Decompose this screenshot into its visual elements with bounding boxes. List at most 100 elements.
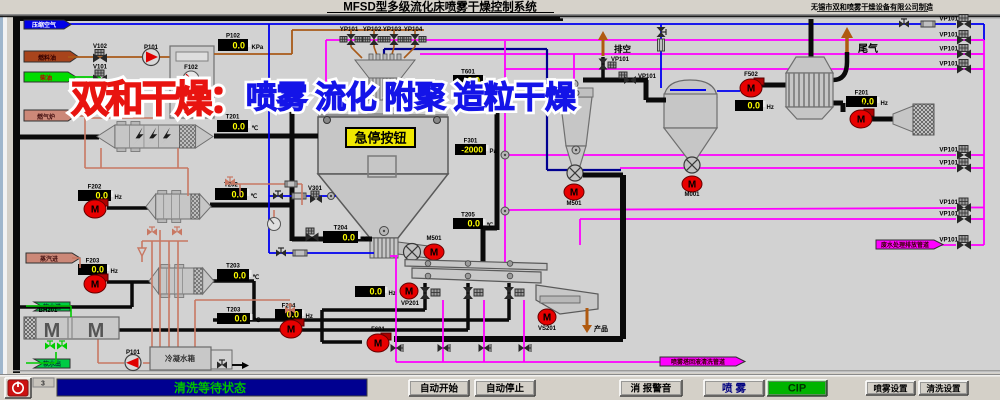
- svg-text:℃: ℃: [487, 79, 494, 86]
- svg-text:VP101: VP101: [939, 32, 958, 39]
- svg-text:M: M: [570, 188, 578, 199]
- svg-text:℃: ℃: [251, 193, 258, 200]
- svg-text:VP101: VP101: [939, 147, 958, 154]
- svg-text:℃: ℃: [254, 317, 261, 324]
- svg-text:YP104: YP104: [404, 26, 423, 33]
- svg-text:0.0: 0.0: [232, 41, 245, 51]
- svg-text:V301: V301: [308, 186, 323, 192]
- svg-text:燃料油: 燃料油: [38, 54, 56, 62]
- svg-text:F203: F203: [86, 259, 100, 265]
- svg-text:VP101: VP101: [638, 74, 657, 80]
- svg-text:双和干燥：: 双和干燥：: [71, 79, 244, 121]
- svg-text:0.0: 0.0: [95, 191, 108, 201]
- svg-text:0.0: 0.0: [231, 190, 244, 200]
- svg-text:VS201: VS201: [538, 326, 557, 332]
- svg-text:0.0: 0.0: [747, 101, 760, 111]
- svg-text:CIP: CIP: [788, 383, 806, 395]
- svg-text:Hz: Hz: [881, 101, 888, 107]
- svg-text:T601: T601: [461, 70, 475, 76]
- svg-text:消 报警音: 消 报警音: [631, 383, 672, 395]
- svg-text:℃: ℃: [487, 222, 494, 229]
- svg-text:M: M: [287, 325, 295, 336]
- svg-text:F201: F201: [854, 103, 868, 109]
- svg-text:M: M: [91, 280, 99, 291]
- svg-text:M: M: [44, 320, 61, 342]
- svg-text:Pa: Pa: [490, 149, 498, 155]
- svg-text:F601: F601: [371, 327, 385, 333]
- svg-text:F301: F301: [464, 139, 478, 145]
- svg-text:0.0: 0.0: [369, 287, 382, 297]
- svg-text:M: M: [543, 313, 551, 324]
- svg-text:喷雾塔回液清洗管道: 喷雾塔回液清洗管道: [671, 358, 725, 366]
- svg-text:双和干燥：: 双和干燥：: [71, 79, 244, 121]
- svg-text:VP101: VP101: [939, 160, 958, 167]
- svg-text:尾气: 尾气: [858, 42, 878, 55]
- svg-text:YP101: YP101: [340, 26, 359, 33]
- svg-text:T205: T205: [461, 213, 475, 219]
- svg-text:0.0: 0.0: [234, 314, 247, 324]
- svg-text:YP103: YP103: [383, 26, 402, 33]
- svg-text:M: M: [91, 205, 99, 216]
- svg-text:压缩空气: 压缩空气: [32, 21, 56, 29]
- svg-text:VP201: VP201: [401, 301, 420, 307]
- svg-text:F502: F502: [744, 72, 758, 78]
- svg-text:M: M: [857, 115, 865, 126]
- svg-text:蒸汽进: 蒸汽进: [40, 255, 58, 263]
- svg-text:0.0: 0.0: [467, 76, 480, 86]
- svg-text:产品: 产品: [594, 324, 608, 333]
- svg-text:Hz: Hz: [111, 269, 118, 275]
- svg-text:F102: F102: [184, 65, 198, 71]
- svg-text:℃: ℃: [253, 274, 260, 281]
- svg-text:Hz: Hz: [306, 314, 313, 320]
- svg-text:急停按钮: 急停按钮: [354, 131, 406, 146]
- svg-text:0.0: 0.0: [342, 233, 355, 243]
- svg-text:VP101: VP101: [611, 57, 630, 63]
- svg-text:T201: T201: [226, 115, 240, 121]
- svg-text:喷 雾: 喷 雾: [722, 382, 746, 395]
- svg-text:℃: ℃: [362, 236, 369, 243]
- svg-text:T202: T202: [224, 183, 238, 189]
- svg-text:F201: F201: [855, 91, 869, 97]
- svg-text:冷凝水箱: 冷凝水箱: [165, 353, 195, 363]
- svg-text:M: M: [747, 84, 755, 95]
- svg-text:自动停止: 自动停止: [486, 383, 525, 395]
- svg-text:M501: M501: [426, 236, 442, 242]
- svg-text:M: M: [88, 320, 105, 342]
- svg-text:3: 3: [41, 381, 45, 388]
- svg-text:废水处理排放管道: 废水处理排放管道: [881, 241, 929, 249]
- svg-text:F204: F204: [282, 304, 296, 310]
- svg-text:M: M: [430, 248, 438, 259]
- svg-text:0.0: 0.0: [91, 265, 104, 275]
- svg-text:M501: M501: [566, 201, 582, 207]
- svg-text:VP101: VP101: [939, 211, 958, 218]
- svg-text:喷雾 流化 附聚 造粒干燥: 喷雾 流化 附聚 造粒干燥: [246, 80, 577, 115]
- svg-text:0.0: 0.0: [286, 310, 299, 320]
- svg-text:℃: ℃: [252, 125, 259, 132]
- svg-text:0.0: 0.0: [861, 97, 874, 107]
- svg-text:M: M: [374, 339, 382, 350]
- svg-text:0.0: 0.0: [232, 122, 245, 132]
- svg-text:Hz: Hz: [115, 195, 122, 201]
- svg-text:T203: T203: [226, 264, 240, 270]
- svg-text:清洗设置: 清洗设置: [926, 384, 961, 394]
- svg-text:VP101: VP101: [939, 16, 958, 23]
- svg-text:-2000: -2000: [461, 145, 483, 155]
- svg-text:软水出: 软水出: [43, 360, 61, 368]
- svg-text:VP101: VP101: [939, 46, 958, 53]
- svg-text:燃气炉: 燃气炉: [37, 113, 55, 121]
- svg-text:P102: P102: [226, 34, 241, 40]
- svg-text:P101: P101: [126, 350, 141, 356]
- svg-text:T203: T203: [227, 308, 241, 314]
- svg-text:VP101: VP101: [939, 237, 958, 244]
- svg-text:柴油: 柴油: [39, 74, 52, 82]
- svg-text:F202: F202: [88, 185, 102, 191]
- svg-text:0.0: 0.0: [467, 219, 480, 229]
- svg-text:V101: V101: [93, 65, 108, 71]
- svg-text:Hz: Hz: [389, 291, 396, 297]
- svg-text:VP101: VP101: [939, 61, 958, 68]
- svg-text:MFSD型多级流化床喷雾干燥控制系统: MFSD型多级流化床喷雾干燥控制系统: [343, 0, 537, 14]
- svg-text:VP101: VP101: [939, 199, 958, 206]
- svg-text:Hz: Hz: [767, 105, 774, 111]
- svg-text:无锡市双和喷雾干燥设备有限公司制造: 无锡市双和喷雾干燥设备有限公司制造: [810, 3, 934, 12]
- svg-text:V102: V102: [93, 44, 108, 50]
